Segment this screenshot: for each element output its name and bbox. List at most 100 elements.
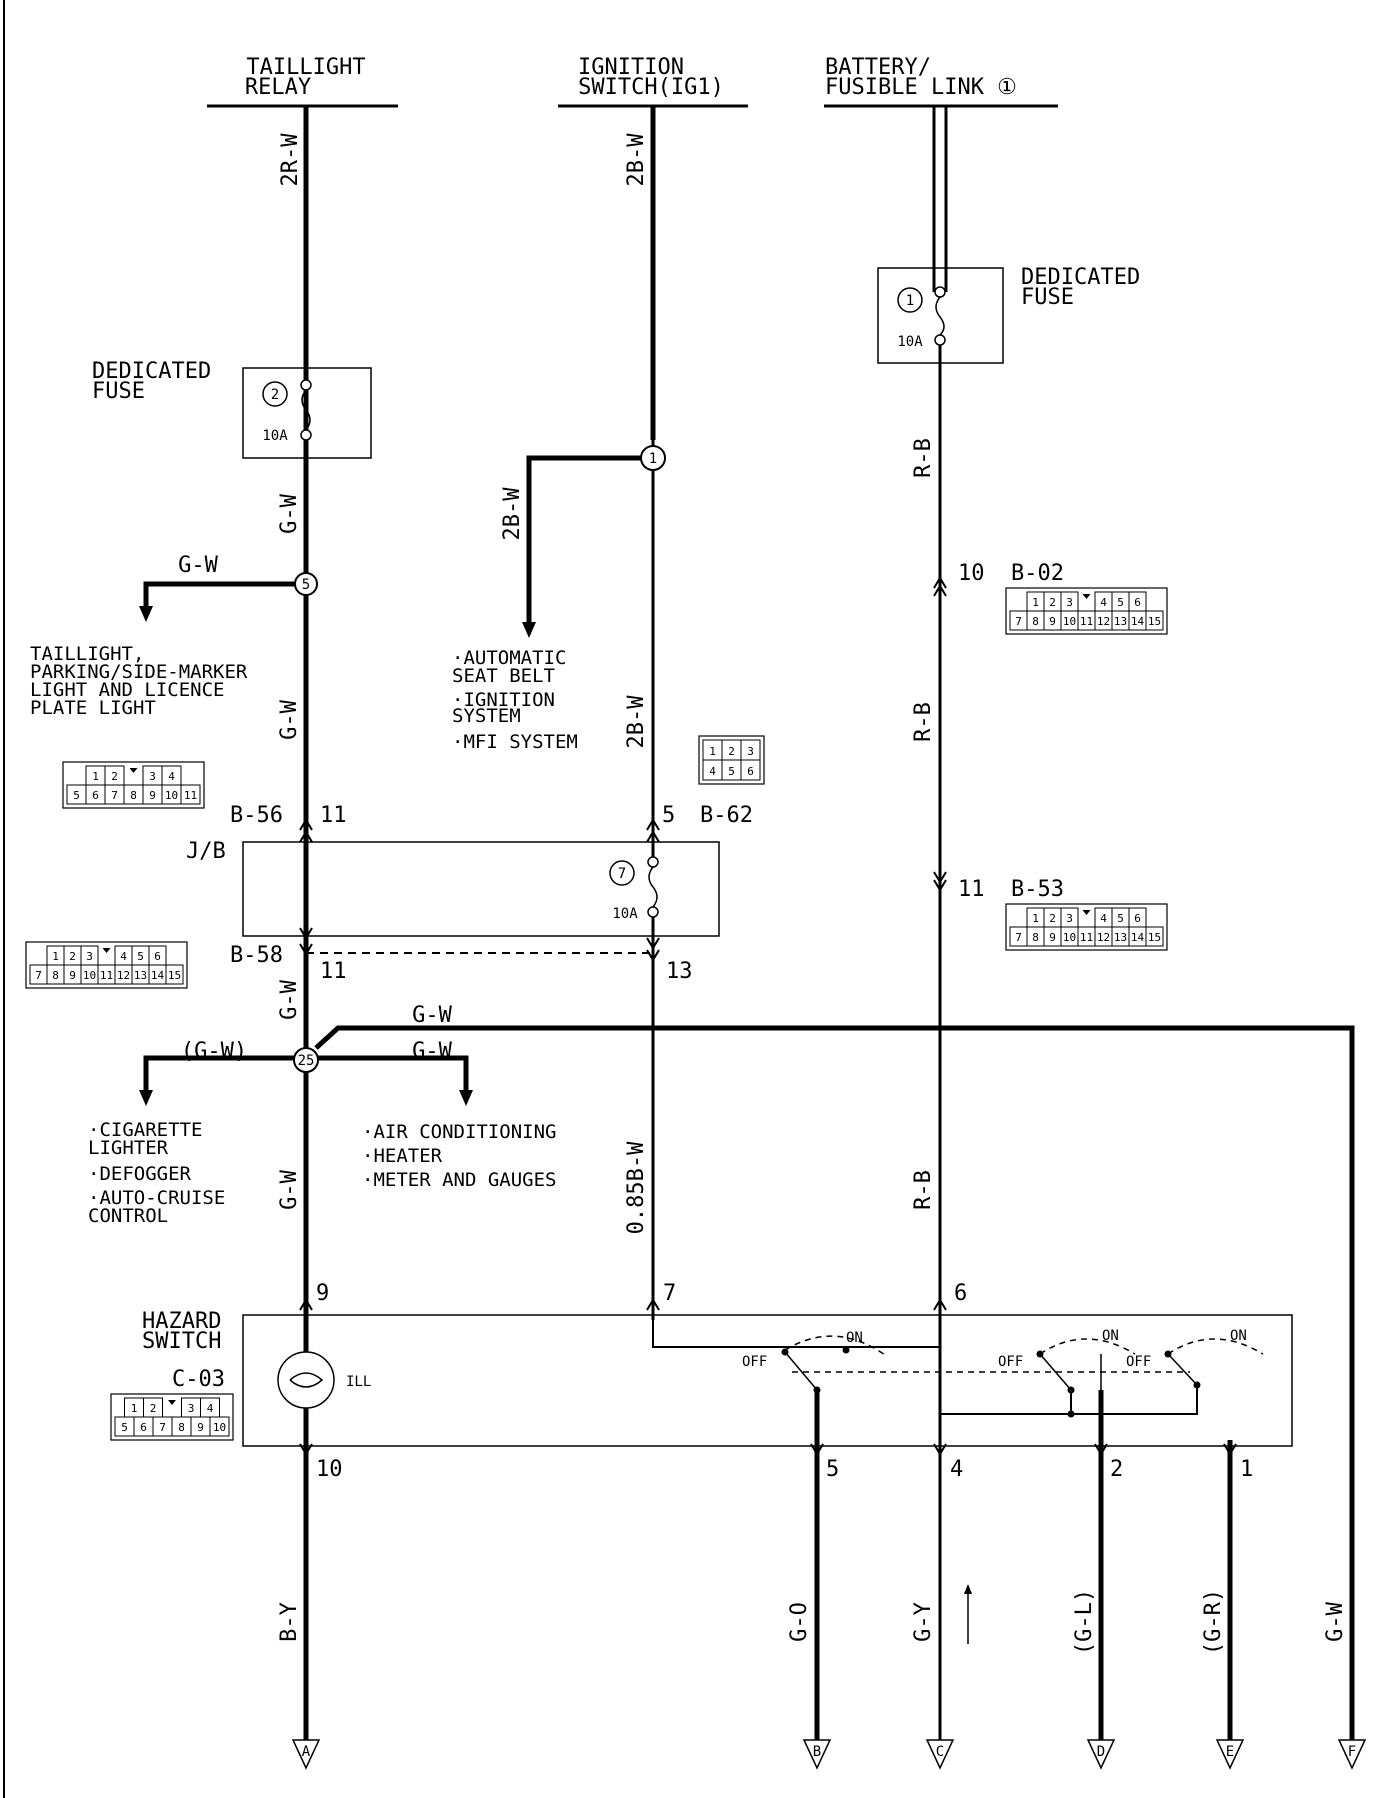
connector-cell-number: 5 [73, 789, 80, 802]
connector-cell-number: 8 [178, 1421, 185, 1434]
connector-cell-number: 11 [1080, 615, 1093, 628]
connector-cell-number: 15 [1148, 931, 1161, 944]
connector-cell-number: 3 [188, 1402, 195, 1415]
connector-cell-number: 4 [120, 950, 127, 963]
connector-cell-number: 5 [121, 1421, 128, 1434]
destination-line: ·HEATER [362, 1145, 443, 1167]
terminal-e: E [1215, 1739, 1245, 1770]
wire-label: R-B [911, 438, 936, 478]
splice-number: 1 [649, 451, 657, 467]
destination-line: ·METER AND GAUGES [362, 1169, 556, 1191]
connector-cell-number: 4 [168, 770, 175, 783]
source-label-line: IGNITION [578, 55, 684, 80]
junction-box-label: J/B [186, 839, 226, 864]
terminal-label: E [1226, 1744, 1234, 1760]
connector-cell-number: 5 [137, 950, 144, 963]
connector-cell-number: 1 [131, 1402, 138, 1415]
terminal-d: D [1086, 1739, 1116, 1770]
splice-number: 5 [302, 577, 310, 593]
connector-cell-number: 8 [52, 969, 59, 982]
connector-cell-number: 2 [1049, 912, 1056, 925]
fuse-title: DEDICATED [1021, 265, 1140, 290]
connector-cell [180, 784, 201, 805]
destination-line: ·MFI SYSTEM [452, 731, 578, 753]
destination-line: ·AUTO-CRUISE [88, 1187, 225, 1209]
connector-cell-number: 14 [151, 969, 165, 982]
fuse-title: FUSE [92, 379, 145, 404]
connector-cell-number: 10 [83, 969, 96, 982]
destination-line: ·AIR CONDITIONING [362, 1121, 556, 1143]
connector-cell-number: 6 [747, 765, 754, 778]
connector-cell-number: 9 [1049, 931, 1056, 944]
connector-cell-number: 13 [1114, 615, 1127, 628]
connector-cell-number: 6 [92, 789, 99, 802]
destination-line: CONTROL [88, 1205, 168, 1227]
connector-cell-number: 7 [35, 969, 42, 982]
switch-off-label: OFF [1126, 1354, 1151, 1370]
fuse-rating: 10A [612, 906, 638, 922]
connector-cell-number: 2 [150, 1402, 157, 1415]
destination-line: SYSTEM [452, 705, 521, 727]
fuse-number: 1 [906, 293, 914, 309]
splice-5: 5 [294, 572, 318, 596]
wire-label: (G-L) [1072, 1589, 1097, 1655]
wire-label: B-Y [277, 1602, 302, 1642]
connector-key-mark [1082, 910, 1091, 915]
terminal-label: D [1097, 1744, 1105, 1760]
wire-label: 2R-W [278, 133, 303, 187]
connector-cell-number: 3 [1066, 912, 1073, 925]
destination-ignition-loads: ·AUTOMATIC SEAT BELT ·IGNITION SYSTEM ·M… [452, 647, 578, 753]
wire-label: 0.85B-W [624, 1141, 649, 1234]
source-label-line: BATTERY/ [825, 55, 931, 80]
pin-number: 11 [320, 803, 347, 828]
connector-cell-number: 2 [111, 770, 118, 783]
terminal-label: B [813, 1744, 821, 1760]
connector-labels: 10 B-02 11 B-53 B-56 11 B-58 11 5 B-62 1… [230, 561, 1064, 984]
hazard-switch-title: SWITCH [142, 1329, 221, 1354]
wire-label: R-B [911, 1170, 936, 1210]
destination-arrows [139, 606, 536, 1106]
connector-cell-number: 6 [1134, 596, 1141, 609]
destination-left-loads: ·CIGARETTE LIGHTER ·DEFOGGER ·AUTO-CRUIS… [88, 1119, 225, 1227]
pin-number: 1 [1240, 1457, 1253, 1482]
connector-cell-number: 8 [130, 789, 137, 802]
pin-number: 2 [1110, 1457, 1123, 1482]
wires [143, 106, 1355, 1740]
destination-line: TAILLIGHT, [30, 643, 144, 665]
connector-cell-number: 8 [1032, 615, 1039, 628]
source-ignition-switch: IGNITION SWITCH(IG1) [558, 55, 748, 108]
connector-cell [740, 759, 761, 781]
connector-key-mark [129, 768, 138, 773]
ill-lamp-label: ILL [346, 1374, 371, 1390]
connector-cell-number: 1 [1032, 596, 1039, 609]
fuse-title: FUSE [1021, 285, 1074, 310]
connector-cell [1145, 610, 1164, 631]
destination-right-loads: ·AIR CONDITIONING ·HEATER ·METER AND GAU… [362, 1121, 556, 1191]
connector-cell-number: 11 [1080, 931, 1093, 944]
connector-cell-number: 14 [1131, 615, 1145, 628]
connector-cell-number: 5 [728, 765, 735, 778]
pin-number: 10 [316, 1457, 343, 1482]
connector-cell-number: 3 [1066, 596, 1073, 609]
fuse-box-2: DEDICATED FUSE 2 10A [92, 359, 372, 459]
pin-number: 10 [958, 561, 985, 586]
wire-label: G-W [1323, 1601, 1348, 1641]
connector-key-mark [1082, 594, 1091, 599]
connector-cell-number: 3 [747, 745, 754, 758]
splice-1: 1 [640, 445, 666, 471]
source-label-line: RELAY [245, 75, 311, 100]
connector-cell-number: 2 [69, 950, 76, 963]
source-label-line: FUSIBLE LINK ① [825, 75, 1017, 100]
destination-line: ·AUTOMATIC [452, 647, 566, 669]
connector-name: B-53 [1011, 877, 1064, 902]
connector-name: B-56 [230, 803, 283, 828]
connector-cell-number: 1 [52, 950, 59, 963]
wire-label: G-W [277, 1169, 302, 1209]
terminal-label: F [1348, 1744, 1356, 1760]
switch-off-label: OFF [742, 1354, 767, 1370]
wire-label: G-W [412, 1039, 452, 1064]
connector-cell-number: 6 [1134, 912, 1141, 925]
